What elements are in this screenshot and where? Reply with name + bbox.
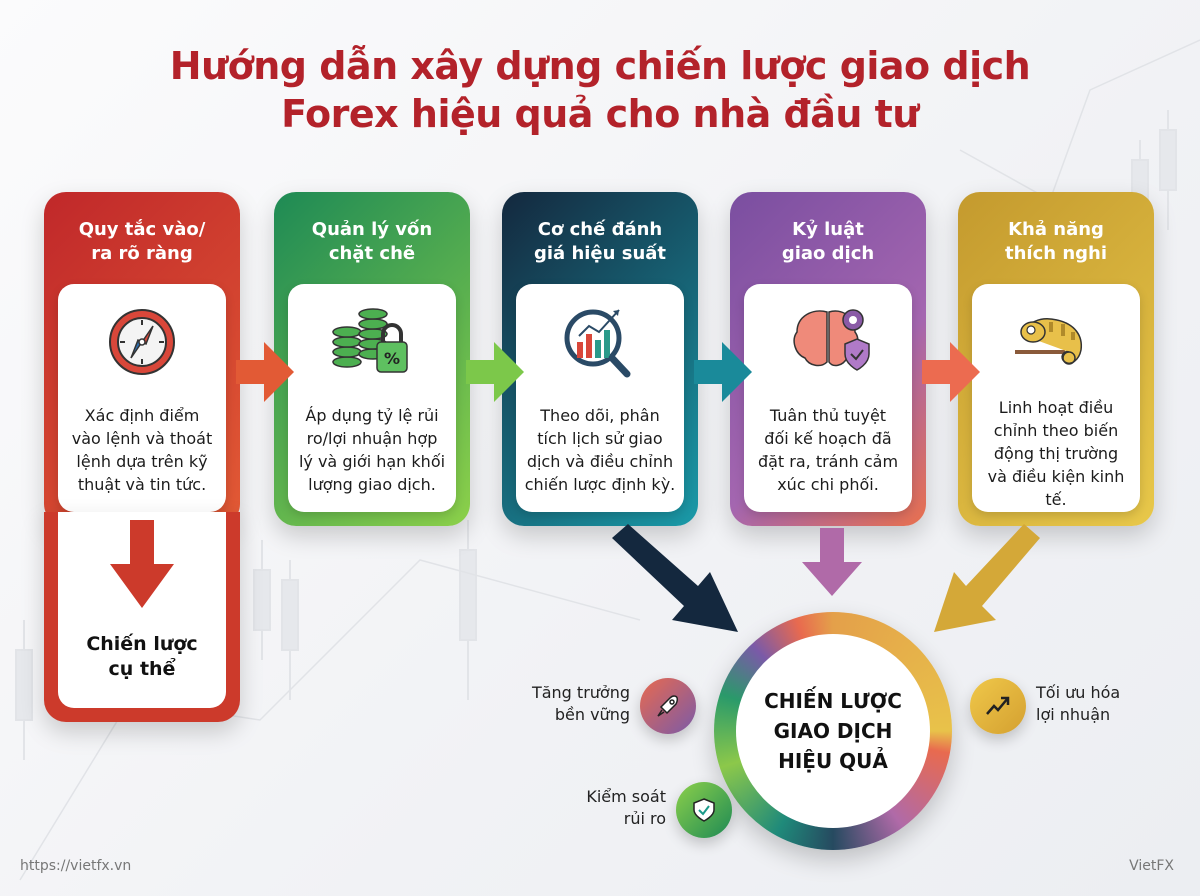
- compass-icon: [109, 309, 175, 375]
- arrow-right-icon: [236, 342, 294, 402]
- card-title: Cơ chế đánh giá hiệu suất: [533, 219, 667, 264]
- card-body: Linh hoạt điều chỉnh theo biến động thị …: [972, 284, 1140, 512]
- card-body: % Áp dụng tỷ lệ rủi ro/lợi nhuận hợp lý …: [288, 284, 456, 512]
- benefit-label-growth: Tăng trưởng bền vững: [531, 683, 630, 724]
- footer-url[interactable]: https://vietfx.vn: [20, 858, 132, 874]
- arrow-diagonal-icon: [934, 524, 1040, 632]
- benefit-badge-profit: [970, 678, 1026, 734]
- magnifier-chart-icon: [564, 309, 631, 378]
- card-body: Xác định điểm vào lệnh và thoát lệnh dựa…: [58, 284, 226, 512]
- card-description: Tuân thủ tuyệt đối kế hoạch đã đặt ra, t…: [757, 406, 899, 494]
- card-description: Áp dụng tỷ lệ rủi ro/lợi nhuận hợp lý và…: [298, 406, 446, 494]
- arrow-right-icon: [922, 342, 980, 402]
- card-title: Quy tắc vào/ ra rõ ràng: [78, 219, 206, 264]
- outcome-label: Chiến lược cụ thể: [86, 633, 198, 680]
- footer-brand: VietFX: [1129, 858, 1174, 874]
- benefit-badge-risk: [676, 782, 732, 838]
- step-card-capital-management: Quản lý vốn chặt chẽ % Áp dụng tỷ lệ rủi…: [274, 192, 470, 526]
- trend-up-icon: [986, 696, 1010, 715]
- svg-text:%: %: [384, 349, 400, 368]
- outcome-box: Chiến lược cụ thể: [44, 512, 240, 722]
- hub-inner: CHIẾN LƯỢC GIAO DỊCH HIỆU QUẢ: [736, 634, 930, 828]
- card-title: Quản lý vốn chặt chẽ: [311, 219, 433, 264]
- benefit-badge-growth: [640, 678, 696, 734]
- benefit-label-risk: Kiểm soát rủi ro: [586, 787, 666, 828]
- card-body: Tuân thủ tuyệt đối kế hoạch đã đặt ra, t…: [744, 284, 912, 512]
- card-title: Khả năng thích nghi: [1004, 219, 1108, 264]
- step-card-performance-evaluation: Cơ chế đánh giá hiệu suất Theo dõi, phân…: [502, 192, 698, 526]
- central-strategy-hub: CHIẾN LƯỢC GIAO DỊCH HIỆU QUẢ: [714, 612, 952, 850]
- arrow-down-icon: [802, 528, 862, 596]
- arrow-right-icon: [694, 342, 752, 402]
- card-body: Theo dõi, phân tích lịch sử giao dịch và…: [516, 284, 684, 512]
- step-card-trading-discipline: Kỷ luật giao dịch Tuân thủ tuyệt đối kế …: [730, 192, 926, 526]
- rocket-icon: [657, 695, 679, 717]
- coins-lock-icon: %: [332, 308, 408, 373]
- arrow-down-icon: [110, 520, 174, 608]
- card-description: Xác định điểm vào lệnh và thoát lệnh dựa…: [71, 406, 213, 494]
- shield-check-icon: [693, 798, 715, 822]
- benefit-label-profit: Tối ưu hóa lợi nhuận: [1036, 683, 1121, 724]
- page-title: Hướng dẫn xây dựng chiến lược giao dịch …: [169, 44, 1031, 136]
- card-description: Theo dõi, phân tích lịch sử giao dịch và…: [524, 406, 676, 494]
- outcome-inner: Chiến lược cụ thể: [58, 512, 226, 708]
- chameleon-icon: [1015, 318, 1083, 365]
- hub-label: CHIẾN LƯỢC GIAO DỊCH HIỆU QUẢ: [764, 689, 902, 773]
- brain-shield-icon: [793, 309, 870, 371]
- card-description: Linh hoạt điều chỉnh theo biến động thị …: [987, 398, 1125, 509]
- arrow-right-icon: [466, 342, 524, 402]
- step-card-entry-exit-rules: Quy tắc vào/ ra rõ ràng Xác định điểm và…: [44, 192, 240, 526]
- arrow-diagonal-icon: [612, 524, 738, 632]
- step-card-adaptability: Khả năng thích nghi Linh hoạt điều chỉnh…: [958, 192, 1154, 526]
- card-title: Kỷ luật giao dịch: [781, 219, 875, 264]
